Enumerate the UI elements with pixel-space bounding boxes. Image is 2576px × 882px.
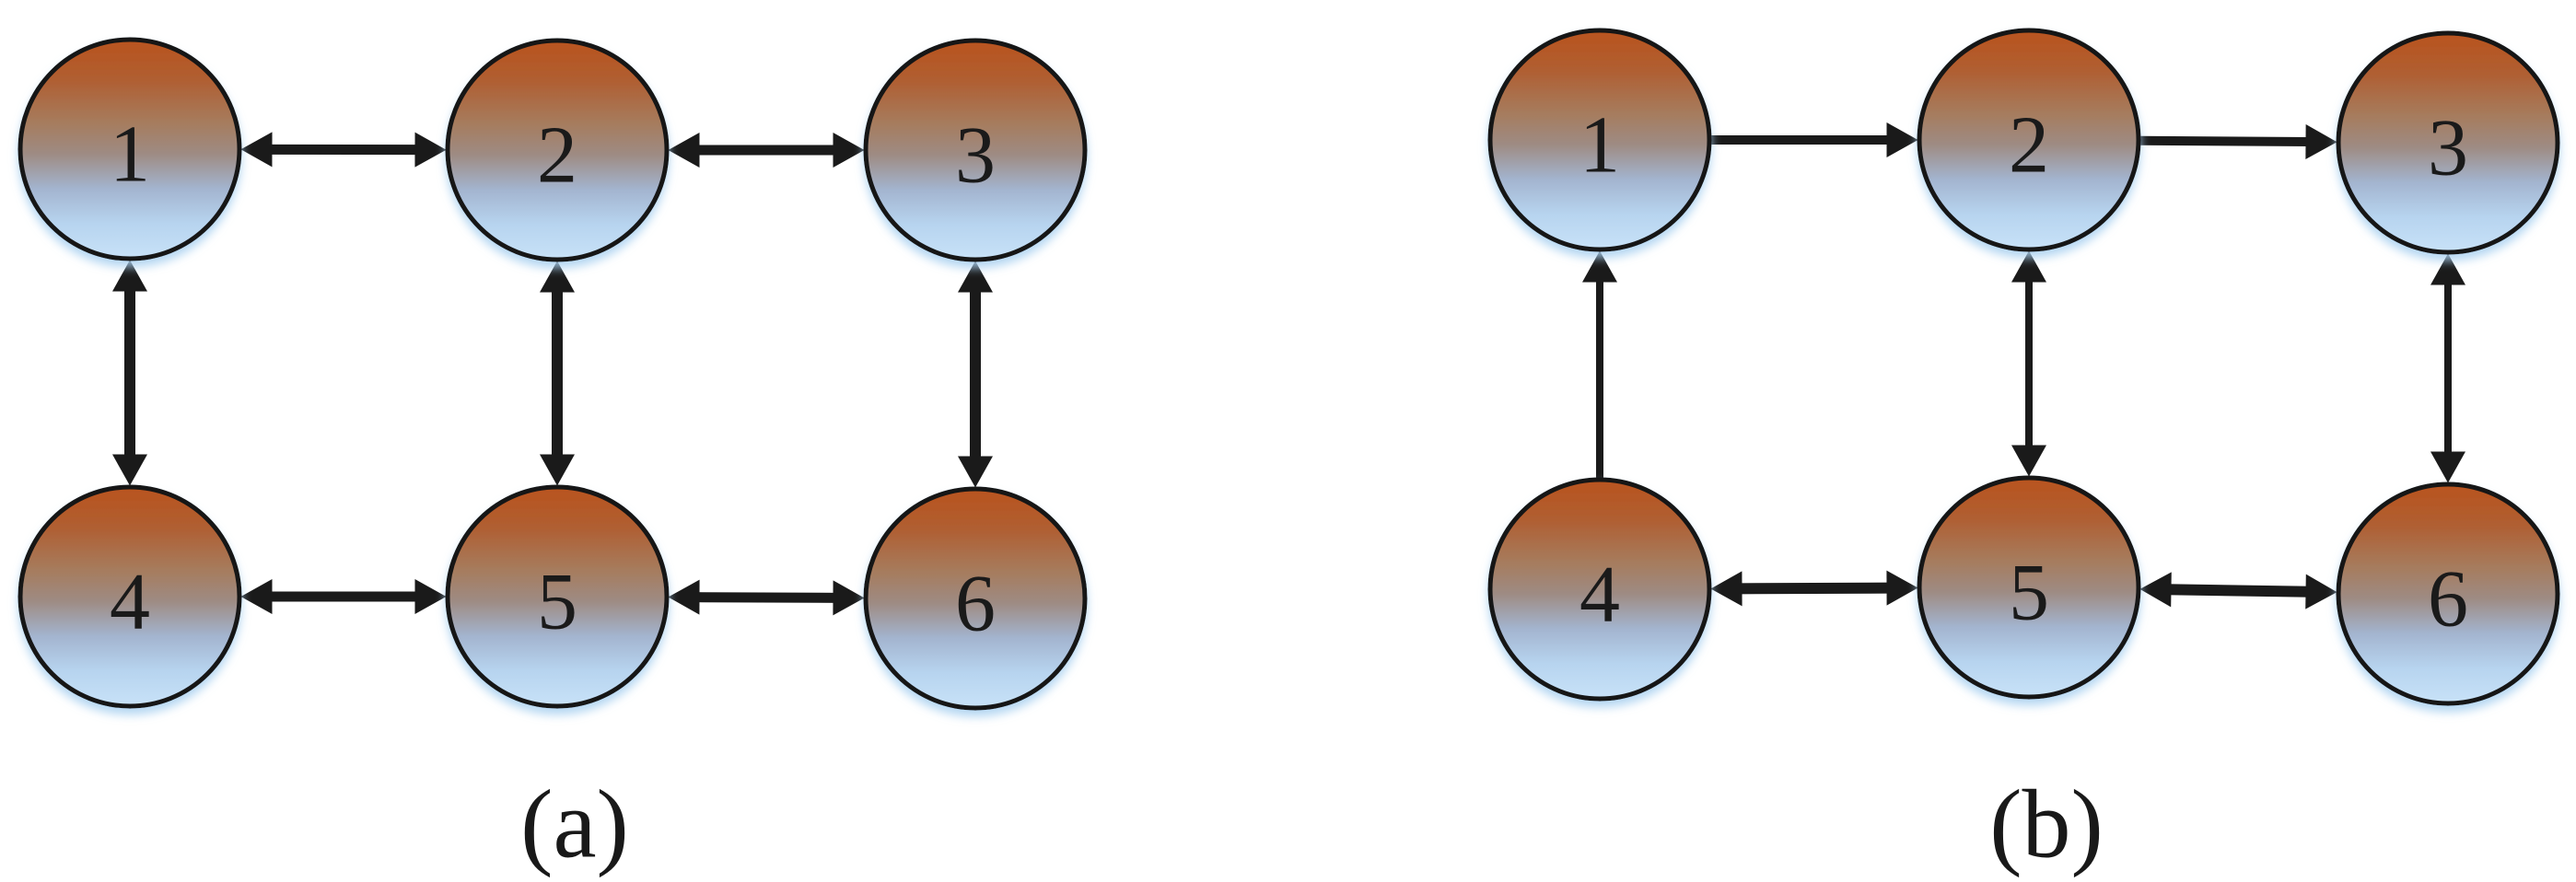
edge-shaft bbox=[2139, 135, 2311, 147]
node-number-label: 5 bbox=[2009, 549, 2049, 638]
node-number-label: 3 bbox=[955, 111, 996, 201]
node-circle bbox=[863, 38, 1088, 262]
panel-caption-b: (b) bbox=[1989, 771, 2104, 878]
node-b-5: 5 bbox=[1917, 475, 2141, 700]
node-number-label: 1 bbox=[110, 110, 150, 200]
node-a-3: 3 bbox=[863, 38, 1088, 262]
edge-b-2-5-bidirectional bbox=[2011, 250, 2046, 477]
arrowhead-icon bbox=[240, 132, 273, 168]
node-circle bbox=[1487, 28, 1712, 252]
arrowhead-icon bbox=[1582, 250, 1617, 283]
edge-a-3-6-bidirectional bbox=[958, 261, 993, 488]
node-number-label: 4 bbox=[110, 558, 150, 647]
panel-b-edges bbox=[1582, 122, 2465, 609]
node-number-label: 3 bbox=[2428, 104, 2468, 193]
arrowhead-icon bbox=[668, 579, 700, 615]
panel-b: 1 2 3 4 5 6 (b) bbox=[1487, 28, 2560, 878]
edge-a-1-4-bidirectional bbox=[112, 260, 147, 486]
arrowhead-icon bbox=[958, 261, 993, 293]
arrowhead-icon bbox=[1886, 122, 1918, 157]
node-circle bbox=[1917, 28, 2141, 252]
edge-a-2-3-bidirectional bbox=[668, 133, 865, 168]
panel-a: 1 2 3 4 5 6 (a) bbox=[17, 37, 1088, 878]
node-circle bbox=[2336, 30, 2560, 255]
node-circle bbox=[445, 484, 670, 709]
node-b-4: 4 bbox=[1487, 477, 1712, 702]
panel-b-nodes: 1 2 3 4 5 6 bbox=[1487, 28, 2560, 706]
node-a-2: 2 bbox=[445, 38, 670, 262]
node-circle bbox=[17, 484, 242, 709]
node-b-1: 1 bbox=[1487, 28, 1712, 252]
arrowhead-icon bbox=[958, 456, 993, 488]
arrowhead-icon bbox=[2305, 123, 2337, 159]
node-number-label: 6 bbox=[2428, 555, 2468, 644]
arrowhead-icon bbox=[2305, 574, 2337, 609]
arrowhead-icon bbox=[668, 133, 700, 168]
node-circle bbox=[1487, 477, 1712, 702]
arrowhead-icon bbox=[833, 580, 865, 616]
node-circle bbox=[2336, 482, 2560, 706]
arrowhead-icon bbox=[1886, 570, 1918, 606]
panel-a-edges bbox=[112, 132, 993, 616]
edge-a-4-5-bidirectional bbox=[240, 579, 447, 614]
arrowhead-icon bbox=[2139, 572, 2172, 608]
arrowhead-icon bbox=[1710, 571, 1743, 607]
panel-caption-a: (a) bbox=[520, 771, 629, 878]
arrowhead-icon bbox=[833, 133, 865, 168]
arrowhead-icon bbox=[540, 454, 575, 486]
arrowhead-icon bbox=[540, 261, 575, 293]
panel-a-nodes: 1 2 3 4 5 6 bbox=[17, 37, 1088, 711]
node-a-5: 5 bbox=[445, 484, 670, 709]
edge-b-2-3-directed bbox=[2139, 123, 2337, 159]
edge-b-3-6-bidirectional bbox=[2430, 253, 2465, 483]
node-number-label: 4 bbox=[1579, 551, 1620, 640]
node-circle bbox=[17, 37, 242, 261]
node-a-4: 4 bbox=[17, 484, 242, 709]
arrowhead-icon bbox=[112, 454, 147, 486]
edge-shaft bbox=[1737, 582, 1892, 595]
edge-a-2-5-bidirectional bbox=[540, 261, 575, 486]
arrowhead-icon bbox=[2011, 250, 2046, 283]
node-circle bbox=[445, 38, 670, 262]
node-number-label: 2 bbox=[537, 111, 577, 201]
edge-shaft bbox=[2166, 584, 2311, 598]
arrowhead-icon bbox=[414, 579, 447, 614]
edge-b-4-1-directed bbox=[1582, 250, 1617, 479]
edge-b-4-5-bidirectional bbox=[1710, 570, 1918, 607]
node-a-6: 6 bbox=[863, 486, 1088, 711]
node-number-label: 6 bbox=[955, 560, 996, 649]
arrowhead-icon bbox=[414, 132, 447, 168]
node-a-1: 1 bbox=[17, 37, 242, 261]
node-circle bbox=[1917, 475, 2141, 700]
arrowhead-icon bbox=[2430, 451, 2465, 483]
node-number-label: 1 bbox=[1579, 101, 1620, 191]
node-number-label: 5 bbox=[537, 558, 577, 647]
edge-b-1-2-directed bbox=[1710, 122, 1918, 157]
node-circle bbox=[863, 486, 1088, 711]
arrowhead-icon bbox=[112, 260, 147, 292]
node-b-6: 6 bbox=[2336, 482, 2560, 706]
arrowhead-icon bbox=[240, 579, 273, 614]
node-number-label: 2 bbox=[2009, 101, 2049, 191]
arrowhead-icon bbox=[2011, 445, 2046, 477]
node-b-2: 2 bbox=[1917, 28, 2141, 252]
edge-a-1-2-bidirectional bbox=[240, 132, 447, 168]
edge-b-5-6-bidirectional bbox=[2139, 572, 2337, 609]
arrowhead-icon bbox=[2430, 253, 2465, 285]
node-b-3: 3 bbox=[2336, 30, 2560, 255]
edge-a-5-6-bidirectional bbox=[668, 579, 865, 616]
